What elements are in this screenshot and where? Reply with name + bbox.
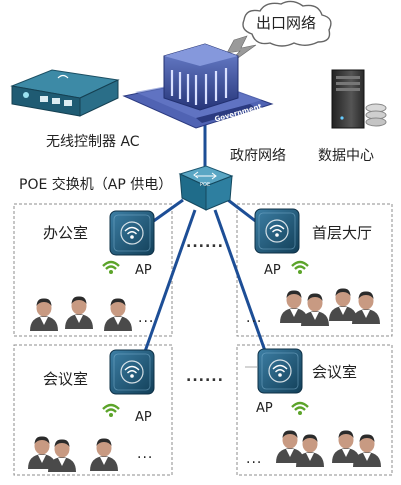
more-people-office: ... xyxy=(138,310,155,326)
person-icon xyxy=(301,293,329,326)
room-box-meeting-1 xyxy=(13,344,173,476)
person-icon xyxy=(296,434,324,467)
gov-network-label: 政府网络 xyxy=(230,148,286,164)
person-icon xyxy=(352,291,380,324)
wifi-signal-icon xyxy=(290,401,310,417)
access-point-icon xyxy=(254,208,300,254)
more-people-meeting-1: ... xyxy=(137,446,154,462)
person-icon xyxy=(329,288,357,321)
room-label-meeting-1: 会议室 xyxy=(43,370,89,388)
access-point-icon xyxy=(257,348,303,394)
more-people-meeting-2: ... xyxy=(246,451,263,467)
person-icon xyxy=(48,439,76,472)
room-label-office: 办公室 xyxy=(43,224,89,242)
ap-label-lobby: AP xyxy=(264,263,281,278)
person-icon xyxy=(90,438,118,471)
access-point-icon xyxy=(109,210,155,256)
room-box-meeting-2 xyxy=(236,344,393,476)
poe-device-text: POE xyxy=(200,182,211,188)
link-switch-ap-meeting-2 xyxy=(213,209,272,366)
switch-icon xyxy=(178,165,234,211)
more-people-lobby: ... xyxy=(246,310,263,326)
ap-label-meeting-1: AP xyxy=(135,410,152,425)
internet-label: 出口网络 xyxy=(256,14,317,32)
wifi-signal-icon xyxy=(101,260,121,276)
more-aps-top: ...... xyxy=(186,235,224,251)
ap-label-meeting-2: AP xyxy=(256,401,273,416)
ap-label-office: AP xyxy=(135,263,152,278)
cloud-icon xyxy=(242,0,332,47)
room-label-meeting-2: 会议室 xyxy=(312,363,358,381)
room-label-lobby: 首层大厅 xyxy=(312,224,373,242)
wireless-controller-icon xyxy=(10,69,120,117)
server-icon xyxy=(331,69,387,129)
access-point-icon xyxy=(109,349,155,395)
government-building-icon xyxy=(122,43,274,129)
person-icon xyxy=(65,296,93,329)
person-icon xyxy=(104,298,132,331)
link-switch-ap-meeting-1 xyxy=(140,209,197,361)
datacenter-label: 数据中心 xyxy=(318,148,374,164)
wifi-signal-icon xyxy=(290,260,310,276)
person-icon xyxy=(353,434,381,467)
ac-label: 无线控制器 AC xyxy=(46,134,140,150)
poe-switch-label: POE 交换机（AP 供电） xyxy=(19,177,173,193)
more-aps-bottom: ...... xyxy=(186,369,224,385)
wifi-signal-icon xyxy=(101,403,121,419)
person-icon xyxy=(30,298,58,331)
